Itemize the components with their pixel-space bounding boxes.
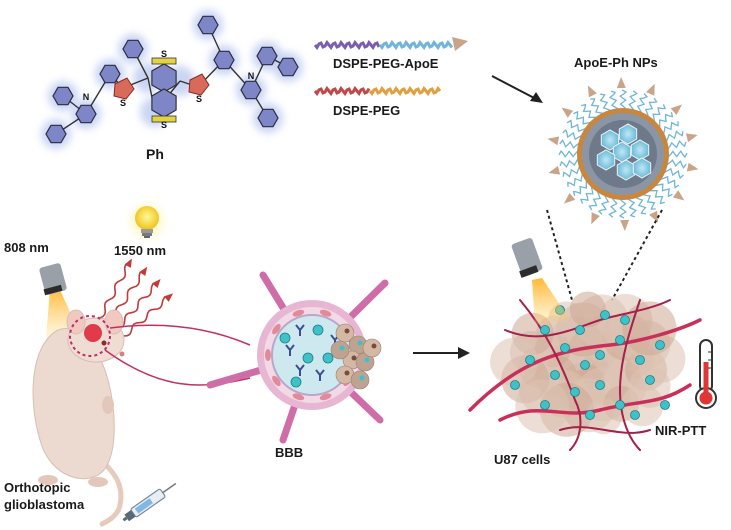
laser-tumor-icon (511, 238, 570, 325)
arrow-to-nanoparticles (491, 75, 543, 103)
dspe-peg-label: DSPE-PEG (333, 103, 401, 118)
svg-text:N: N (248, 71, 255, 81)
mouse-illustration (32, 309, 251, 527)
blood-brain-barrier-illustration (206, 271, 389, 444)
nanoparticle-label: ApoE-Ph NPs (574, 55, 658, 70)
molecule-label: Ph (146, 146, 164, 162)
u87-tumor-illustration (468, 291, 702, 451)
svg-text:S: S (120, 98, 126, 108)
model-label-line2: glioblastoma (4, 497, 85, 512)
svg-text:N: N (83, 92, 90, 102)
lightbulb-icon (130, 204, 164, 238)
svg-text:S: S (161, 49, 167, 59)
ph-molecule-structure: S S S S N N (41, 10, 303, 149)
svg-text:S: S (196, 94, 202, 104)
zoom-dotted-lines (546, 209, 663, 301)
dspe-peg-apoe-label: DSPE-PEG-ApoE (333, 56, 439, 71)
u87-cells-label: U87 cells (494, 452, 551, 467)
excitation-wavelength-label: 808 nm (4, 240, 49, 255)
thermometer-icon (695, 339, 717, 409)
dspe-peg-symbol (313, 85, 442, 97)
emission-wavelength-label: 1550 nm (114, 243, 167, 258)
tumor-focus-circle (69, 315, 111, 357)
nir-ptt-label: NIR-PTT (655, 423, 707, 438)
svg-text:S: S (161, 120, 167, 130)
syringe-icon (122, 482, 177, 522)
bbb-label: BBB (275, 445, 304, 460)
apoe-ph-nanoparticle (547, 77, 699, 231)
dspe-peg-apoe-symbol (313, 37, 468, 51)
model-label-line1: Orthotopic (4, 480, 71, 495)
apoe-triangle-icon (452, 37, 468, 51)
arrow-to-tumor (413, 347, 470, 359)
